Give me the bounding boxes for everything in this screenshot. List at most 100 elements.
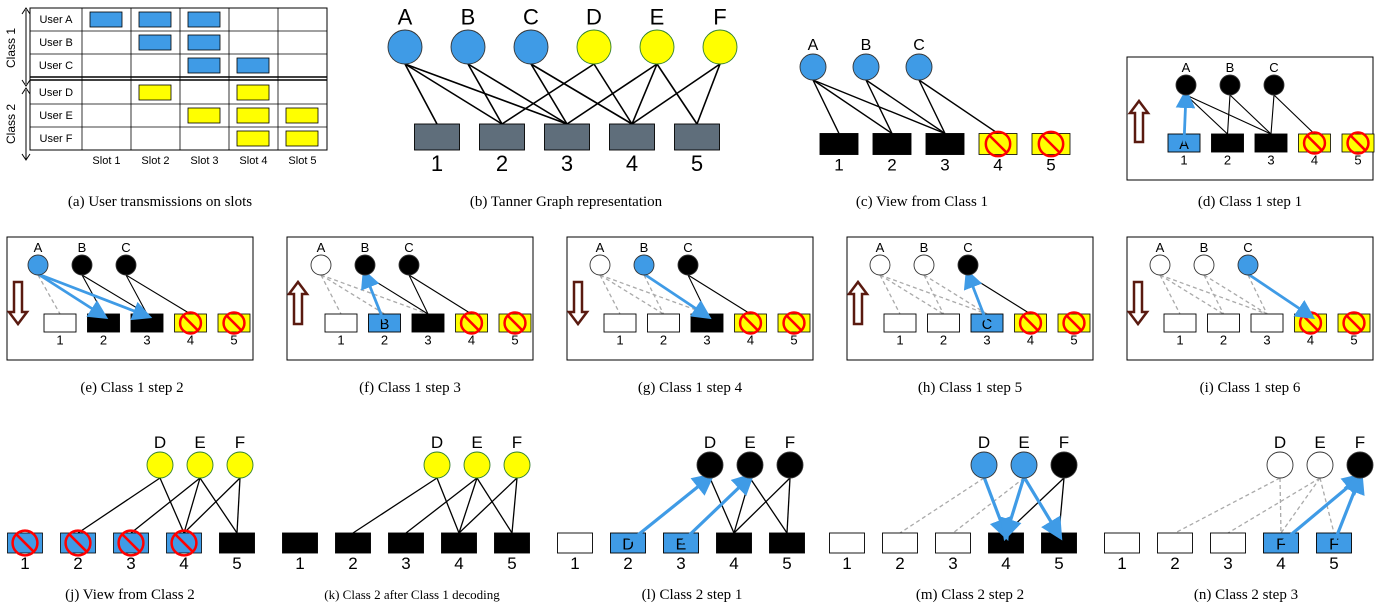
user-label: D	[704, 433, 716, 452]
slot-number: 3	[983, 332, 990, 347]
slot-box	[282, 532, 318, 554]
user-node	[1263, 74, 1285, 96]
slot-number: 4	[468, 332, 475, 347]
edge	[408, 274, 429, 315]
slot-number: 3	[126, 554, 135, 573]
slot-box	[1104, 532, 1140, 554]
panel-frame	[566, 236, 814, 361]
edge	[199, 477, 238, 534]
decoding-arrow	[361, 268, 386, 324]
user-label: A	[34, 240, 43, 255]
decoding-arrow	[1175, 88, 1196, 144]
transmission-block	[187, 34, 221, 51]
caption-c: (c) View from Class 1	[856, 194, 988, 210]
slot-number: 3	[424, 332, 431, 347]
slot-box	[819, 133, 859, 155]
edge	[1270, 94, 1275, 135]
prohibited-icon	[1062, 311, 1086, 335]
slot-number: 1	[337, 332, 344, 347]
user-node	[115, 254, 137, 276]
user-label: B	[361, 240, 370, 255]
user-label: E	[744, 433, 755, 452]
user-label: F	[713, 5, 726, 30]
user-label: E	[194, 433, 205, 452]
slot-number: 2	[348, 554, 357, 573]
prohibited-icon-slash	[988, 134, 1008, 154]
slot-number: 3	[940, 156, 949, 175]
user-label: C	[121, 240, 130, 255]
decoding-arrow	[1022, 476, 1063, 541]
user-label: F	[235, 433, 245, 452]
prohibited-icon	[459, 311, 484, 335]
user-node	[970, 451, 998, 479]
caption-d: (d) Class 1 step 1	[1198, 194, 1302, 210]
user-label: A	[596, 240, 605, 255]
user-node	[957, 254, 979, 276]
prohibited-icon	[738, 311, 763, 335]
slot-box	[87, 313, 120, 333]
user-label: User D	[39, 87, 73, 99]
slot-box	[925, 133, 965, 155]
slot-number: 4	[1311, 152, 1318, 167]
user-node	[503, 451, 531, 479]
edge	[77, 477, 161, 534]
user-label: User F	[40, 133, 73, 145]
dashed-edge	[599, 274, 621, 315]
edge	[1273, 94, 1315, 135]
prohibited-icon-slash	[1041, 134, 1061, 154]
user-node	[1219, 74, 1241, 96]
slot-number: 3	[676, 554, 685, 573]
slot-number: 2	[1220, 332, 1227, 347]
slot-number: 4	[1027, 332, 1034, 347]
user-node	[913, 254, 935, 276]
user-node	[186, 451, 214, 479]
transmission-block	[285, 107, 319, 124]
prohibited-icon	[782, 311, 806, 335]
prohibited-icon-slash	[785, 314, 803, 332]
slot-box	[829, 532, 865, 554]
slot-number: 1	[896, 332, 903, 347]
slot-number: 1	[834, 156, 843, 175]
dashed-edge	[1280, 477, 1321, 534]
dashed-edge	[1159, 274, 1224, 315]
edge	[865, 79, 893, 134]
prohibited-icon	[170, 529, 198, 557]
edge	[918, 79, 999, 135]
slot-box	[411, 313, 445, 333]
slot-box	[769, 532, 805, 554]
dashed-edge	[879, 274, 901, 315]
transmission-block	[187, 57, 221, 74]
slot-box-label: A	[1179, 137, 1189, 153]
slot-number: 1	[616, 332, 623, 347]
edge	[733, 477, 791, 534]
slot-label: Slot 4	[239, 155, 267, 167]
edge	[687, 274, 751, 315]
slot-number: 4	[626, 151, 638, 176]
user-node	[398, 254, 420, 276]
user-label: C	[404, 240, 413, 255]
user-label: F	[1355, 433, 1365, 452]
decoding-arrow	[37, 272, 109, 320]
slot-number: 3	[1263, 332, 1270, 347]
edge	[786, 477, 791, 534]
slot-number: 2	[1224, 152, 1231, 167]
user-node	[463, 451, 491, 479]
slot-number: 3	[1223, 554, 1232, 573]
edge	[352, 477, 438, 534]
slot-number: 3	[948, 554, 957, 573]
edge	[125, 274, 191, 315]
slot-box	[883, 313, 917, 333]
edge	[1226, 94, 1231, 135]
user-node	[387, 29, 423, 65]
user-node	[226, 451, 254, 479]
user-node	[450, 29, 486, 65]
edge	[865, 79, 946, 135]
user-label: B	[1226, 60, 1235, 75]
user-node	[1237, 254, 1259, 276]
user-node	[27, 254, 49, 276]
